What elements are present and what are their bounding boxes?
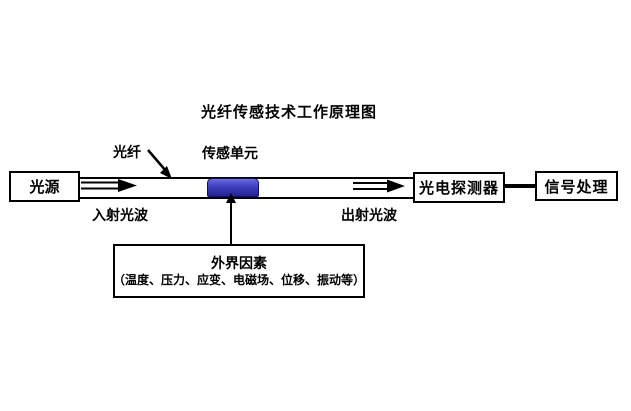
diagram-title: 光纤传感技术工作原理图 xyxy=(200,104,377,121)
output-light-arrow-icon xyxy=(353,179,405,193)
external-factors-title: 外界因素 xyxy=(211,255,267,271)
photo-detector-label: 光电探测器 xyxy=(418,180,499,197)
photo-detector-box: 光电探测器 xyxy=(413,172,505,203)
incident-wave-label: 入射光波 xyxy=(92,207,148,223)
light-source-label: 光源 xyxy=(29,179,60,196)
external-factors-box: 外界因素 （温度、压力、应变、电磁场、位移、振动等） xyxy=(113,244,365,298)
external-factors-detail: （温度、压力、应变、电磁场、位移、振动等） xyxy=(113,273,366,287)
fiber-label: 光纤 xyxy=(113,144,141,160)
external-factor-arrow-icon xyxy=(226,193,236,244)
detector-signal-connector-line xyxy=(505,184,535,188)
output-wave-label: 出射光波 xyxy=(341,207,397,223)
signal-processing-box: 信号处理 xyxy=(535,171,618,201)
sensing-unit-element xyxy=(207,178,259,197)
signal-processing-label: 信号处理 xyxy=(544,178,609,196)
incident-light-arrow-icon xyxy=(81,179,137,192)
light-source-box: 光源 xyxy=(9,171,80,202)
sensing-unit-label: 传感单元 xyxy=(202,145,258,161)
fiber-pointer-arrow-icon xyxy=(147,149,172,179)
